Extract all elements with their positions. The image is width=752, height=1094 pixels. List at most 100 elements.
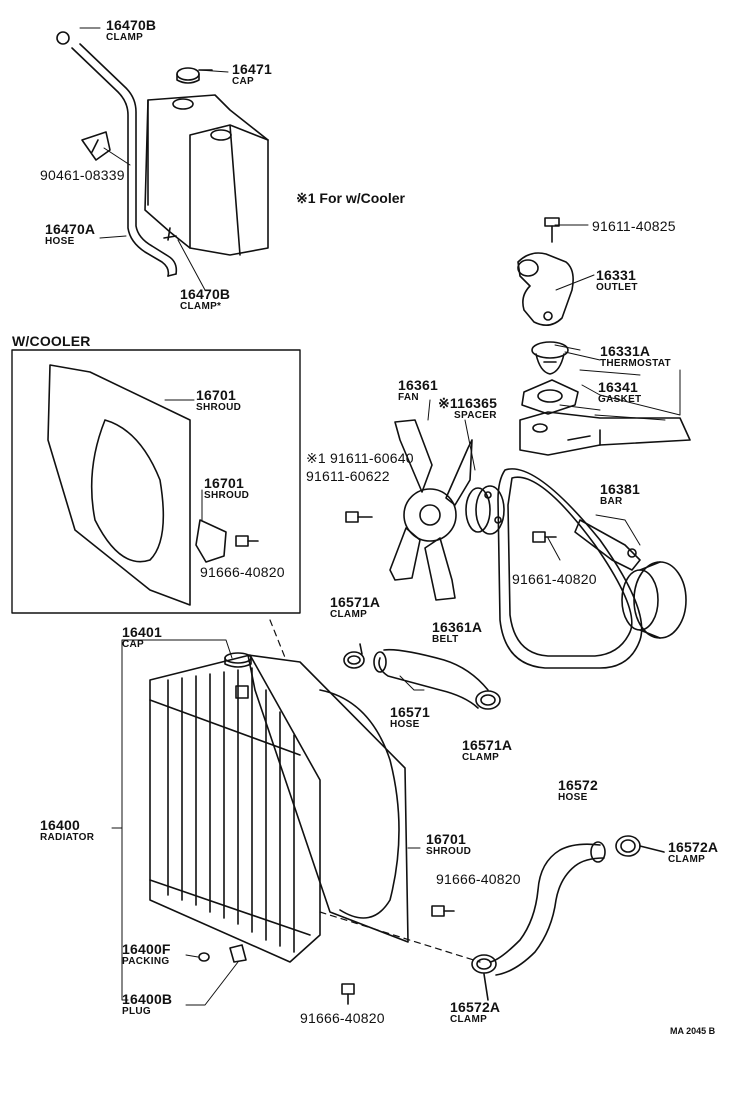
tank-bracket — [81, 131, 111, 161]
upper-hose-clamp-bottom — [475, 690, 501, 710]
part-number: 16400 — [40, 817, 80, 833]
part-name: THERMOSTAT — [600, 358, 671, 369]
label-clamp-16572a-bottom: 16572A CLAMP — [450, 1000, 500, 1025]
label-shroud-16701-b: 16701 SHROUD — [204, 476, 249, 501]
part-number: 91666-40820 — [300, 1010, 385, 1026]
label-radiator-16400: 16400 RADIATOR — [40, 818, 94, 843]
label-hose-16571: 16571 HOSE — [390, 705, 430, 730]
inset-bolt — [235, 535, 259, 547]
part-number: 16572A — [668, 839, 719, 855]
drain-packing — [198, 952, 210, 962]
label-bolt-91611-60640: ※1 91611-60640 91611-60622 — [306, 450, 416, 485]
inset-title: W/COOLER — [12, 333, 91, 349]
label-belt-16361a: 16361A BELT — [432, 620, 482, 645]
cooling-fan — [389, 419, 473, 601]
inset-shroud — [47, 364, 227, 606]
label-clamp-16470b-bottom: 16470B CLAMP* — [180, 287, 230, 312]
part-name: PLUG — [122, 1006, 151, 1017]
part-number: 16571 — [390, 704, 430, 720]
part-number: 16470B — [180, 286, 231, 302]
part-name: OUTLET — [596, 282, 638, 293]
part-number: 16400B — [122, 991, 173, 1007]
drive-belt — [497, 468, 643, 669]
leader-lines-radiator — [111, 639, 425, 1006]
radiator-cap — [224, 652, 252, 668]
leader-lines-inset — [164, 399, 203, 521]
label-clamp-16571a-bottom: 16571A CLAMP — [462, 738, 512, 763]
part-name: CAP — [232, 76, 255, 87]
shroud-bolt-mid — [431, 905, 455, 917]
lower-hose — [489, 841, 606, 976]
part-name: BELT — [432, 634, 459, 645]
part-name: FAN — [398, 392, 419, 403]
label-shroud-16701-a: 16701 SHROUD — [196, 388, 241, 413]
label-shroud-16701-c: 16701 SHROUD — [426, 832, 471, 857]
part-number: 16361A — [432, 619, 483, 635]
fan-spacer — [465, 485, 505, 535]
part-name: SPACER — [454, 410, 497, 421]
part-number: 16572A — [450, 999, 501, 1015]
label-clamp-16470b-top: 16470B CLAMP — [106, 18, 156, 43]
part-name: CLAMP — [106, 32, 144, 43]
part-number: 16701 — [196, 387, 236, 403]
radiator-shroud-main — [247, 654, 409, 943]
label-clamp-16571a-top: 16571A CLAMP — [330, 595, 380, 620]
part-name: CLAMP — [450, 1014, 488, 1025]
reserve-tank — [144, 94, 269, 256]
shroud-bolt-bottom — [341, 983, 355, 1005]
part-number: 16471 — [232, 61, 272, 77]
cooler-note: ※1 For w/Cooler — [296, 190, 405, 206]
part-name: HOSE — [45, 236, 75, 247]
part-number: 16701 — [204, 475, 244, 491]
part-number: 16571A — [330, 594, 381, 610]
part-name: SHROUD — [196, 402, 242, 413]
part-number: 91661-40820 — [512, 571, 597, 587]
part-name: SHROUD — [204, 490, 250, 501]
label-spacer-16365: ※116365 SPACER — [438, 396, 497, 421]
label-thermostat-16331a: 16331A THERMOSTAT — [600, 344, 671, 369]
fan-bolts — [345, 511, 373, 523]
part-name: SHROUD — [426, 846, 472, 857]
drain-plug — [229, 944, 247, 963]
label-clamp-16572a-right: 16572A CLAMP — [668, 840, 718, 865]
inset-frame — [11, 349, 301, 614]
label-hose-16572: 16572 HOSE — [558, 778, 598, 803]
part-number: 91666-40820 — [200, 564, 285, 580]
label-bar-16381: 16381 BAR — [600, 482, 640, 507]
part-number: 16470A — [45, 221, 96, 237]
part-name: PACKING — [122, 956, 170, 967]
part-name: BAR — [600, 496, 623, 507]
alternator-pulley — [621, 561, 687, 639]
dashed-alignment — [269, 619, 481, 963]
thermostat — [531, 341, 569, 375]
part-number: 16361 — [398, 377, 438, 393]
label-hose-16470a: 16470A HOSE — [45, 222, 95, 247]
label-gasket-16341: 16341 GASKET — [598, 380, 641, 405]
label-fan-16361: 16361 FAN — [398, 378, 438, 403]
part-number: 16701 — [426, 831, 466, 847]
label-bolt-91661-40820: 91661-40820 — [512, 572, 597, 586]
engine-housing — [519, 411, 691, 456]
part-name: HOSE — [558, 792, 588, 803]
label-bolt-91666-bottom: 91666-40820 — [300, 1011, 385, 1025]
part-number: 16400F — [122, 941, 171, 957]
part-name: HOSE — [390, 719, 420, 730]
leader-lines-top — [79, 27, 681, 561]
upper-hose — [373, 648, 489, 709]
part-name: CLAMP — [668, 854, 706, 865]
part-name: CLAMP — [330, 609, 368, 620]
label-outlet-16331: 16331 OUTLET — [596, 268, 638, 293]
part-name: CLAMP — [462, 752, 500, 763]
hose-clamp-small — [163, 227, 177, 241]
label-plug-16400b: 16400B PLUG — [122, 992, 172, 1017]
adjusting-bar — [574, 519, 641, 571]
label-bolt-90461: 90461-08339 — [40, 168, 125, 182]
label-packing-16400f: 16400F PACKING — [122, 942, 171, 967]
part-number: 16381 — [600, 481, 640, 497]
part-number: 16331 — [596, 267, 636, 283]
inset-title-wrap: W/COOLER — [12, 334, 91, 348]
part-number: 91666-40820 — [436, 871, 521, 887]
bar-bolt — [532, 531, 557, 543]
drawing-code: MA 2045 B — [670, 1026, 716, 1036]
